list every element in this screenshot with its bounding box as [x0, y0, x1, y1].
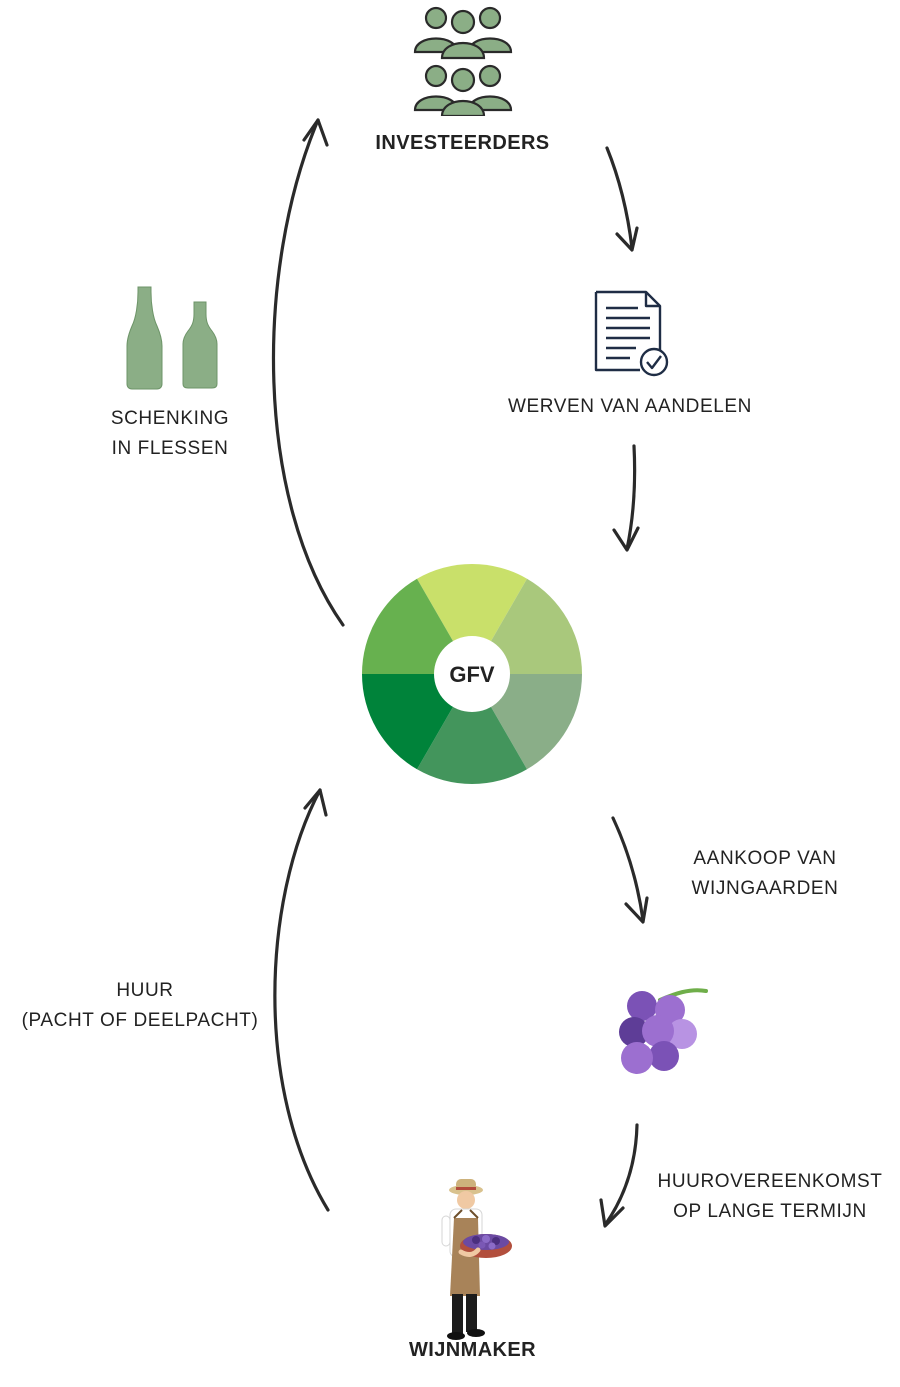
rent-label-line-1: HUUR: [116, 980, 174, 1001]
arrow-investors-to-shares: [605, 146, 639, 252]
shares-label: WERVEN VAN AANDELEN: [507, 396, 753, 417]
wheel-segment: [417, 564, 527, 674]
grapes-icon: [619, 988, 708, 1074]
lease-label-line-2: OP LANGE TERMIJN: [673, 1201, 867, 1222]
bottle-large: [126, 286, 163, 390]
bottles-label-line-1: SCHENKING: [110, 408, 230, 429]
wheel-segment: [417, 674, 527, 784]
arrow-vineyards-to-winemaker: [599, 1123, 639, 1228]
purchase-label-line-2: WIJNGAARDEN: [691, 878, 839, 899]
winemaker-label: WIJNMAKER: [409, 1339, 536, 1361]
arrow-shares-to-gfv: [612, 444, 640, 552]
gfv-wheel-center: [434, 636, 510, 712]
people-row-top: [413, 6, 513, 60]
document-check-icon: [594, 290, 669, 377]
arrow-bottles-to-investors: [271, 118, 345, 627]
wine-bottles-icon: [126, 286, 218, 390]
arrow-winemaker-to-gfv: [273, 788, 330, 1212]
gfv-wheel-segments: [362, 564, 582, 784]
winemaker-icon: [441, 1179, 512, 1340]
arrow-gfv-to-vineyards: [611, 816, 649, 924]
people-group-icon: [413, 6, 513, 116]
investors-label: INVESTEERDERS: [375, 132, 550, 154]
rent-label-line-2: (PACHT OF DEELPACHT): [21, 1010, 259, 1031]
gfv-label: GFV: [449, 662, 495, 687]
bottle-small: [182, 301, 218, 389]
gfv-wheel: GFV: [362, 564, 582, 784]
people-row-bottom: [413, 64, 513, 116]
purchase-label-line-1: AANKOOP VAN: [693, 848, 837, 869]
bottles-label-line-2: IN FLESSEN: [111, 438, 229, 459]
lease-label-line-1: HUUROVEREENKOMST: [657, 1171, 883, 1192]
